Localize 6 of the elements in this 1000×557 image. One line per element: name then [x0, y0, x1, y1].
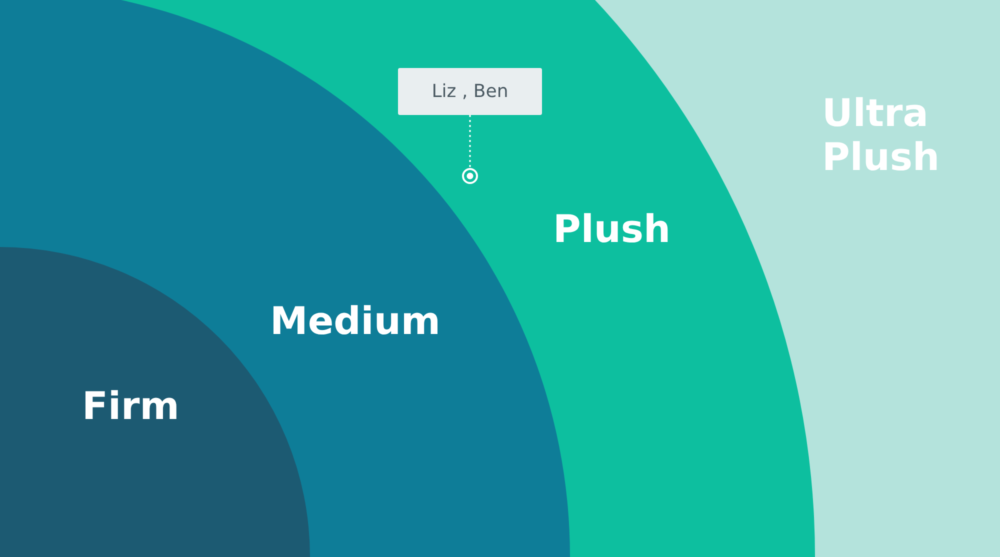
band-label: Plush: [553, 208, 671, 252]
leader-line: [469, 115, 471, 168]
band-label: Medium: [270, 300, 440, 344]
band-label: Firm: [82, 385, 180, 429]
band-label: Ultra Plush: [822, 92, 941, 180]
callout-text: Liz , Ben: [432, 81, 508, 102]
